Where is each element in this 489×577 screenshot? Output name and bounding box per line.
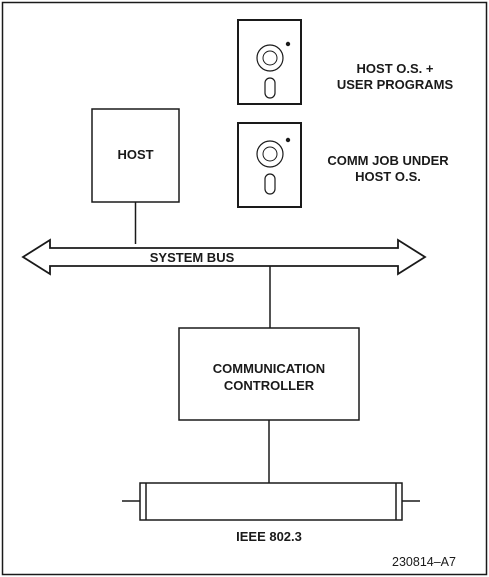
disk-1-label-line-1: HOST O.S. + (357, 61, 434, 76)
system-bus-arrow (21, 238, 427, 276)
ieee-label: IEEE 802.3 (236, 529, 302, 544)
disk-2-head-slot (264, 173, 276, 195)
controller-label-line-1: COMMUNICATION (213, 361, 325, 376)
ieee-cable (122, 482, 420, 521)
figure-id: 230814–A7 (392, 555, 456, 569)
disk-1-jacket (237, 19, 302, 105)
disk-1-head-slot (264, 77, 276, 99)
disk-1-label-line-2: USER PROGRAMS (337, 77, 454, 92)
disk-2-label-line-1: COMM JOB UNDER (327, 153, 449, 168)
disk-2-hub-outer (256, 140, 284, 168)
controller-label-line-2: CONTROLLER (224, 378, 315, 393)
disk-1-index-hole (285, 41, 291, 47)
disk-2-jacket (237, 122, 302, 208)
disk-1-hub-inner (262, 50, 278, 66)
system-bus-label: SYSTEM BUS (150, 250, 235, 265)
ieee-cable-body (139, 482, 403, 521)
disk-2-hub-inner (262, 146, 278, 162)
host-label: HOST (117, 147, 153, 162)
disk-1-hub-outer (256, 44, 284, 72)
disk-2-label-line-2: HOST O.S. (355, 169, 421, 184)
disk-2-index-hole (285, 137, 291, 143)
floppy-disk-1 (237, 19, 302, 105)
floppy-disk-2 (237, 122, 302, 208)
